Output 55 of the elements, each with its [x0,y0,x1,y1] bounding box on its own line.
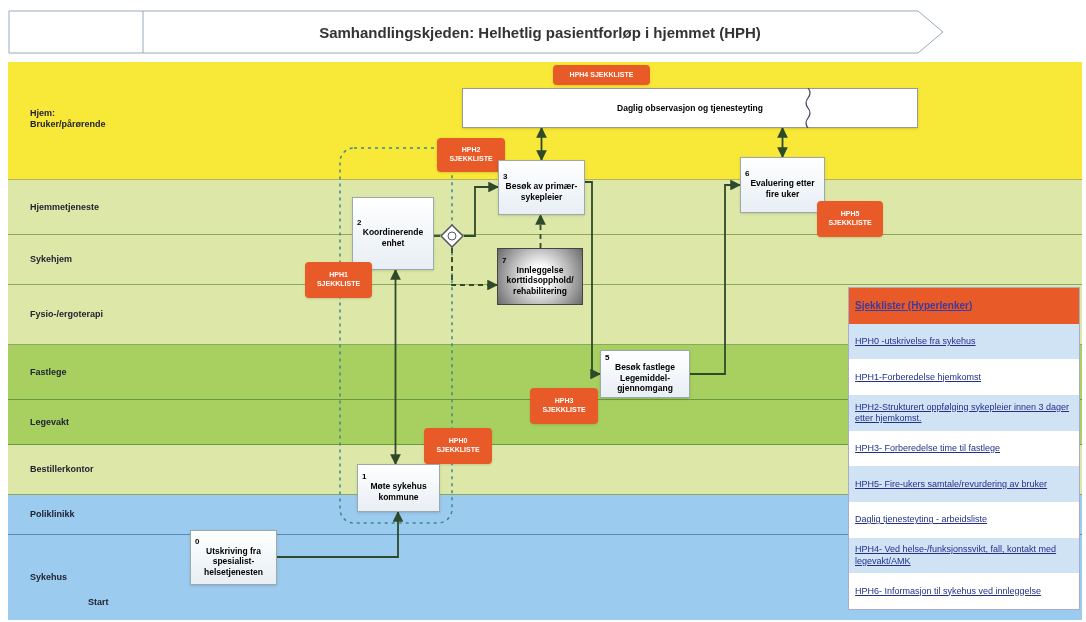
arrow [777,126,788,159]
activity-bar [462,88,918,128]
process-box [357,464,440,512]
lane-label: Hjem: Bruker/pårørende [30,108,107,131]
arrow [390,268,401,466]
box-label: Daglig observasjon og tjenesteyting [617,102,763,114]
step-number: 5 [605,354,610,363]
lane-label: Hjemmetjeneste [30,201,100,213]
box-label: Utskriving fra spesialist-helsetjenesten [202,545,265,578]
start-label: Start [88,596,109,609]
process-box [740,157,825,213]
checklist-badge [305,262,372,298]
checklist-badge [553,65,650,85]
checklist-link: HPH4- Ved helse-/funksjonssvikt, fall, kontakt med legevakt/AMK [849,537,1079,574]
checklist-badge [424,428,492,464]
gateway-diamond [440,224,464,248]
lane-label: Sykehjem [30,254,73,266]
step-number: 7 [502,256,507,265]
lane-label: Fysio-/ergoterapi [30,309,103,321]
arrow [689,179,742,375]
lane-label: Bestillerkontor [30,464,94,476]
checklist-link: HPH5- Fire-ukers samtale/revurdering av bruker [849,466,1079,503]
process-box [352,197,434,270]
lane-label: Sykehus [30,571,68,583]
arrow [463,181,500,237]
diagram-title: Samhandlingskjeden: Helhetlig pasientforløp i hjemmet (HPH) [318,23,762,43]
process-box [497,248,583,305]
arrow [276,510,404,558]
step-number: 6 [745,170,750,179]
checklist-badge [530,388,598,424]
box-label: Koordinerende enhet [361,226,425,249]
arrow [536,126,547,162]
box-label: Evaluering etter fire uker [749,178,816,200]
arrow [584,181,602,380]
step-number: 1 [362,473,367,482]
box-label: Besøk fastlege Legemiddel-gjennomgang [614,362,676,394]
arrow [535,213,546,249]
lane-label: Legevakt [30,416,70,428]
arrow [451,247,499,291]
step-number: 0 [195,537,200,546]
box-label: Besøk av primær-sykepleier [504,180,579,203]
checklist-link: HPH0 -utskrivelse fra sykehus [849,323,1079,360]
step-number: 2 [357,218,362,227]
process-box [600,350,690,398]
box-label: Innleggelse korttidsopphold/ rehabilitering [505,264,575,297]
checklist-badge [817,201,883,237]
checklist-badge [437,138,505,172]
lane-label: Poliklinikk [30,509,75,521]
process-box [190,530,277,585]
panel-header: Sjekklister (Hyperlenker) [849,288,1079,324]
step-number: 3 [503,172,508,181]
lane-label: Fastlege [30,366,67,378]
checklist-link: HPH2-Strukturert oppfølging sykepleier innen 3 dager etter hjemkomst. [849,395,1079,431]
process-box [498,160,585,215]
box-label: Møte sykehus kommune [369,481,428,503]
